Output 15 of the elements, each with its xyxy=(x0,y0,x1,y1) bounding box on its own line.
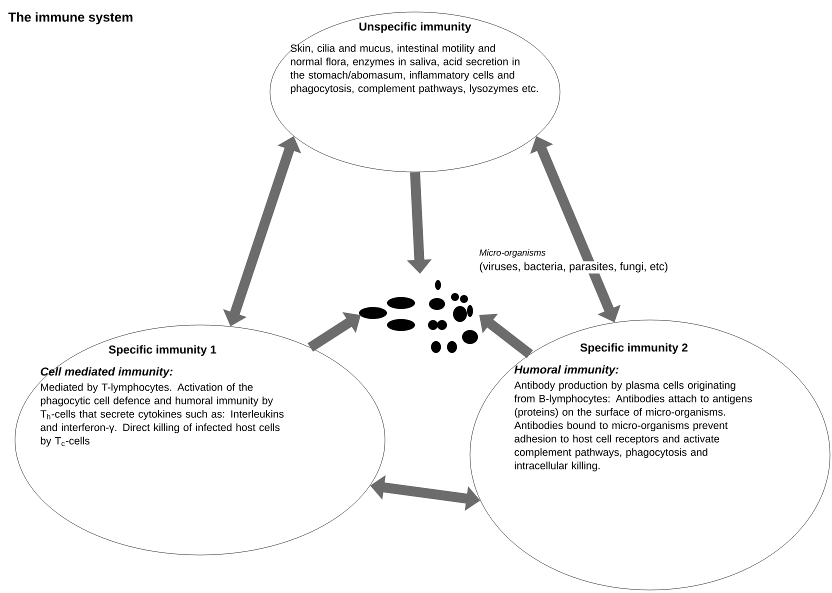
body-text: Mediated by T-lymphocytes. Activation of the phagocytic cell defence and humoral immunity by T$_{h}$-cells that secrete cytokines such as: Interleukins and interferon-γ. Direct killing of infected host cells by T$_{c}$-cells xyxy=(40,383,284,447)
subheading: Cell mediated immunity: xyxy=(40,367,173,378)
body-text: Antibody production by plasma cells originating from B-lymphocytes: Antibodies attach to antigens (proteins) on the surface of micro-organisms. Antibodies bound to micro-organisms prevent adhesion to host cell receptors and activate complement pathways, phagocytosis and intracellular killing. xyxy=(514,381,752,472)
heading: Unspecific immunity xyxy=(359,22,472,33)
micro-organisms-drawing xyxy=(359,280,478,353)
ellipse-bubble xyxy=(470,320,830,590)
title: The immune system xyxy=(8,12,132,24)
body-text: Skin, cilia and mucus, intestinal motility and normal flora, enzymes in saliva, acid secretion in the stomach/abomasum, inflammatory cells and phagocytosis, complement pathways, lysozymes etc. xyxy=(290,44,538,94)
heading: Specific immunity 2 xyxy=(580,343,688,354)
heading: Specific immunity 1 xyxy=(108,345,216,356)
caption-text: Micro-organisms xyxy=(478,248,547,259)
subheading: Humoral immunity: xyxy=(514,365,618,376)
caption-text: (viruses, bacteria, parasites, fungi, etc) xyxy=(478,261,670,274)
ellipse-bubble xyxy=(14,324,386,556)
ellipse-bubble xyxy=(270,12,560,172)
